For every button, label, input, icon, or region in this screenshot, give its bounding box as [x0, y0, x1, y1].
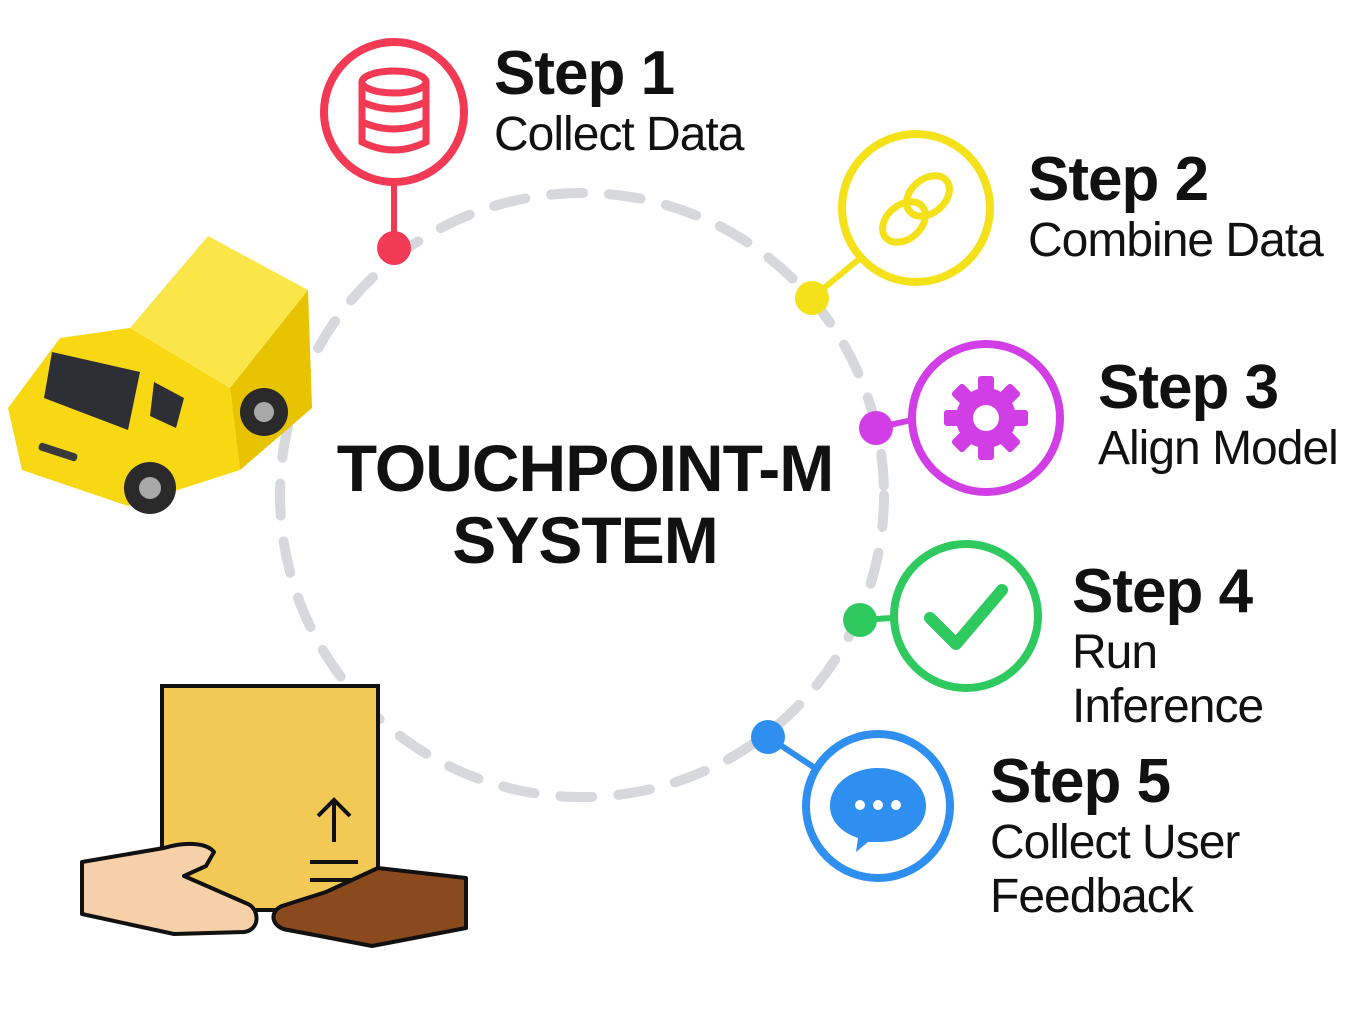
step-5-node [751, 720, 954, 882]
step-4-description: Run Inference [1072, 626, 1264, 733]
system-title-line-2: SYSTEM [452, 503, 718, 577]
step-5-description: Collect User Feedback [990, 816, 1240, 923]
step-4-label: Step 4 Run Inference [1072, 558, 1359, 734]
step-1-node [320, 38, 468, 265]
package-handoff-icon [80, 684, 468, 948]
delivery-van-icon [8, 236, 312, 514]
step-1-label: Step 1 Collect Data [494, 39, 744, 162]
step-3-node [859, 340, 1064, 496]
checkmark-icon [924, 584, 1008, 650]
step-2-node [795, 130, 994, 315]
step-3-number: Step 3 [1098, 353, 1279, 422]
system-title: TOUCHPOINT-M SYSTEM [300, 432, 870, 576]
step-5-number: Step 5 [990, 747, 1171, 816]
step-4-number: Step 4 [1072, 557, 1253, 626]
step-2-number: Step 2 [1028, 145, 1209, 214]
gear-icon [944, 376, 1028, 460]
step-5-label: Step 5 Collect User Feedback [990, 748, 1270, 924]
database-icon [358, 67, 430, 154]
step-3-label: Step 3 Align Model [1098, 353, 1339, 476]
step-4-node [843, 540, 1042, 692]
step-1-description: Collect Data [494, 108, 744, 161]
step-2-label: Step 2 Combine Data [1028, 145, 1324, 268]
step-3-description: Align Model [1098, 422, 1339, 475]
step-1-number: Step 1 [494, 39, 675, 108]
link-icon [879, 172, 953, 246]
chat-bubble-icon [830, 768, 926, 852]
process-ring [275, 188, 889, 802]
step-2-description: Combine Data [1028, 214, 1324, 267]
system-title-line-1: TOUCHPOINT-M [336, 431, 834, 505]
